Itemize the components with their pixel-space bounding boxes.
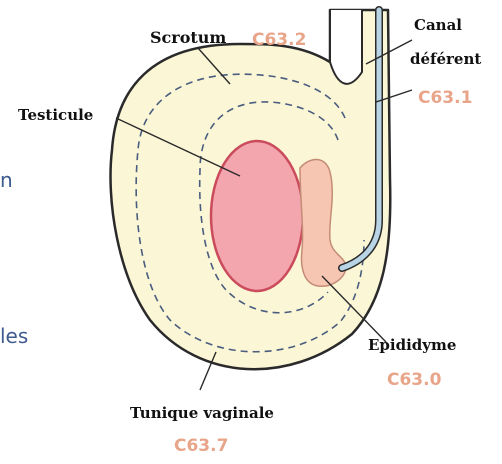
code-tunique: C63.7 bbox=[174, 438, 228, 455]
cord-outline bbox=[330, 10, 362, 84]
label-canal-line1: Canal bbox=[414, 18, 462, 33]
code-scrotum: C63.2 bbox=[252, 32, 306, 49]
testicule-shape bbox=[211, 141, 303, 291]
fragment-n: n bbox=[0, 170, 13, 190]
label-epididyme: Epididyme bbox=[368, 338, 456, 353]
fragment-les: les bbox=[0, 326, 28, 346]
code-canal: C63.1 bbox=[418, 90, 472, 107]
label-testicule: Testicule bbox=[18, 108, 93, 123]
label-tunique: Tunique vaginale bbox=[130, 406, 274, 421]
label-scrotum: Scrotum bbox=[150, 30, 226, 46]
label-canal-line2: déférent bbox=[410, 52, 481, 67]
code-epididyme: C63.0 bbox=[387, 372, 441, 389]
